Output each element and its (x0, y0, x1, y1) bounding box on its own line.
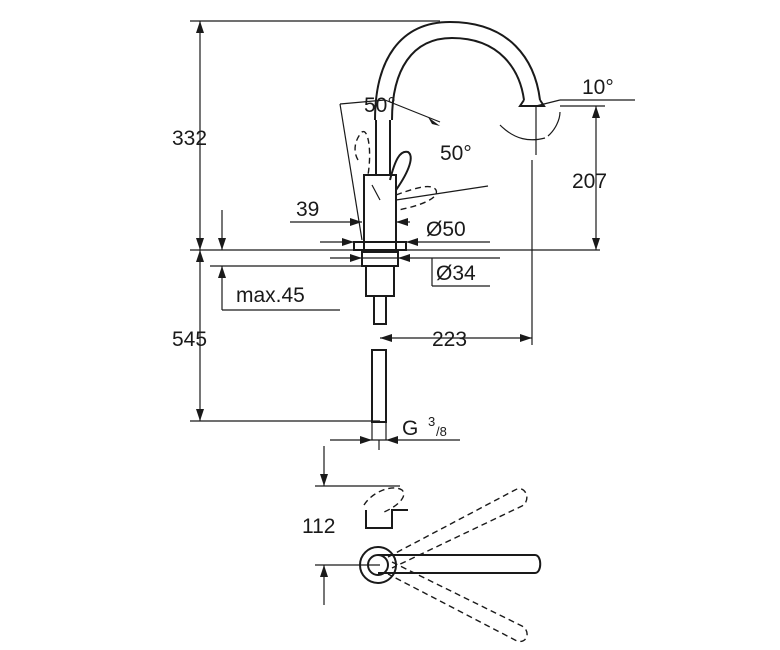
label-reach: 223 (432, 328, 467, 351)
label-body-diameter: Ø50 (426, 218, 466, 241)
label-lever-offset: 39 (296, 198, 319, 221)
dimension-lines-left (190, 20, 600, 422)
dimension-labels: 332 545 max.45 39 50° 50° Ø50 Ø34 10° 20… (172, 76, 614, 538)
faucet-top-view (315, 446, 542, 643)
label-top-view-depth: 112 (302, 515, 335, 538)
dimension-lines-right (290, 105, 605, 444)
label-spout-height: 207 (572, 170, 607, 193)
angle-markers (339, 99, 635, 241)
label-spout-angle: 10° (582, 76, 614, 99)
label-thread-sub: /8 (436, 424, 447, 439)
label-lever-angle-side: 50° (440, 142, 472, 165)
faucet-front-view (353, 20, 546, 450)
label-max-thickness: max.45 (236, 284, 305, 307)
label-hose-length: 545 (172, 328, 207, 351)
label-mount-diameter: Ø34 (436, 262, 476, 285)
label-thread-main: G (402, 417, 418, 440)
label-lever-angle-top: 50° (364, 94, 396, 117)
label-height-total: 332 (172, 127, 207, 150)
label-thread-sup: 3 (428, 414, 435, 429)
